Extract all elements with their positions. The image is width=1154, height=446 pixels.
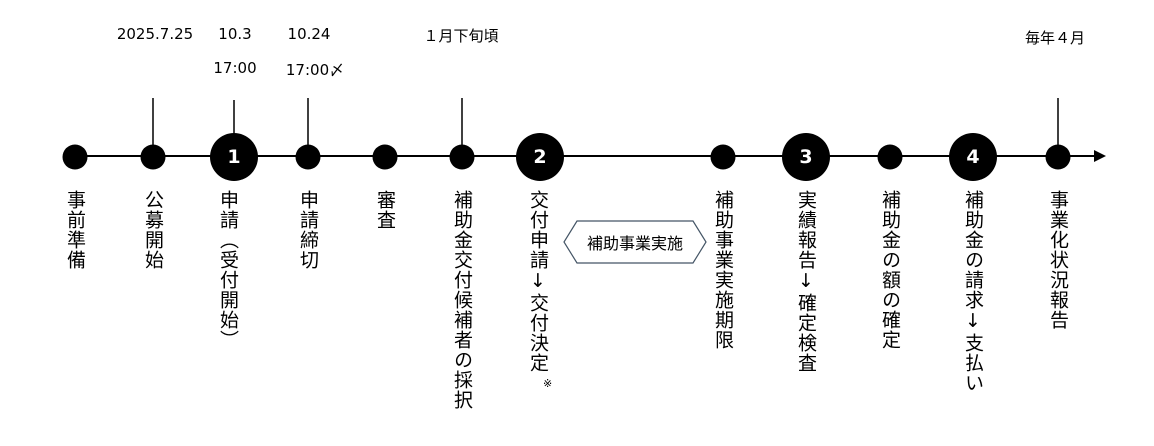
node-amount <box>877 144 903 170</box>
node-status <box>1045 144 1071 170</box>
implementation-hexagon <box>563 220 707 264</box>
timeline-arrowhead <box>1094 150 1106 162</box>
node-prep <box>62 144 88 170</box>
apply-date: 10.3 <box>218 25 252 43</box>
step-2-number: 2 <box>533 146 547 168</box>
step-1-number: 1 <box>227 146 241 168</box>
node-period-end <box>710 144 736 170</box>
node-step-4 <box>949 133 997 181</box>
label-deadline: 申請締切 <box>297 190 319 270</box>
grant-note-mark: ※ <box>543 377 553 390</box>
step-3-number: 3 <box>799 146 813 168</box>
label-grant: 交付申請↓交付決定 <box>527 190 549 373</box>
node-step-2 <box>516 133 564 181</box>
node-selection <box>449 144 475 170</box>
label-selection: 補助金交付候補者の採択 <box>451 190 473 410</box>
label-amount: 補助金の額の確定 <box>879 190 901 350</box>
annual-timing: 毎年４月 <box>1024 29 1086 47</box>
node-open <box>140 144 166 170</box>
deadline-time: 17:00〆 <box>285 61 345 79</box>
label-status: 事業化状況報告 <box>1047 190 1069 330</box>
open-date: 2025.7.25 <box>116 25 194 43</box>
label-apply: 申請（受付開始） <box>217 190 239 350</box>
node-step-3 <box>782 133 830 181</box>
label-period-end: 補助事業実施期限 <box>712 190 734 350</box>
label-review: 審査 <box>374 190 396 230</box>
node-deadline <box>295 144 321 170</box>
implementation-label: 補助事業実施 <box>586 234 683 253</box>
label-payment: 補助金の請求↓支払い <box>962 190 984 393</box>
node-review <box>372 144 398 170</box>
label-open: 公募開始 <box>142 190 164 270</box>
deadline-date: 10.24 <box>287 25 331 43</box>
step-4-number: 4 <box>966 146 980 168</box>
selection-timing: １月下旬頃 <box>423 27 499 45</box>
label-prep: 事前準備 <box>64 190 86 270</box>
label-report: 実績報告↓確定検査 <box>795 190 817 373</box>
node-step-1 <box>210 133 258 181</box>
apply-time: 17:00 <box>213 59 257 77</box>
